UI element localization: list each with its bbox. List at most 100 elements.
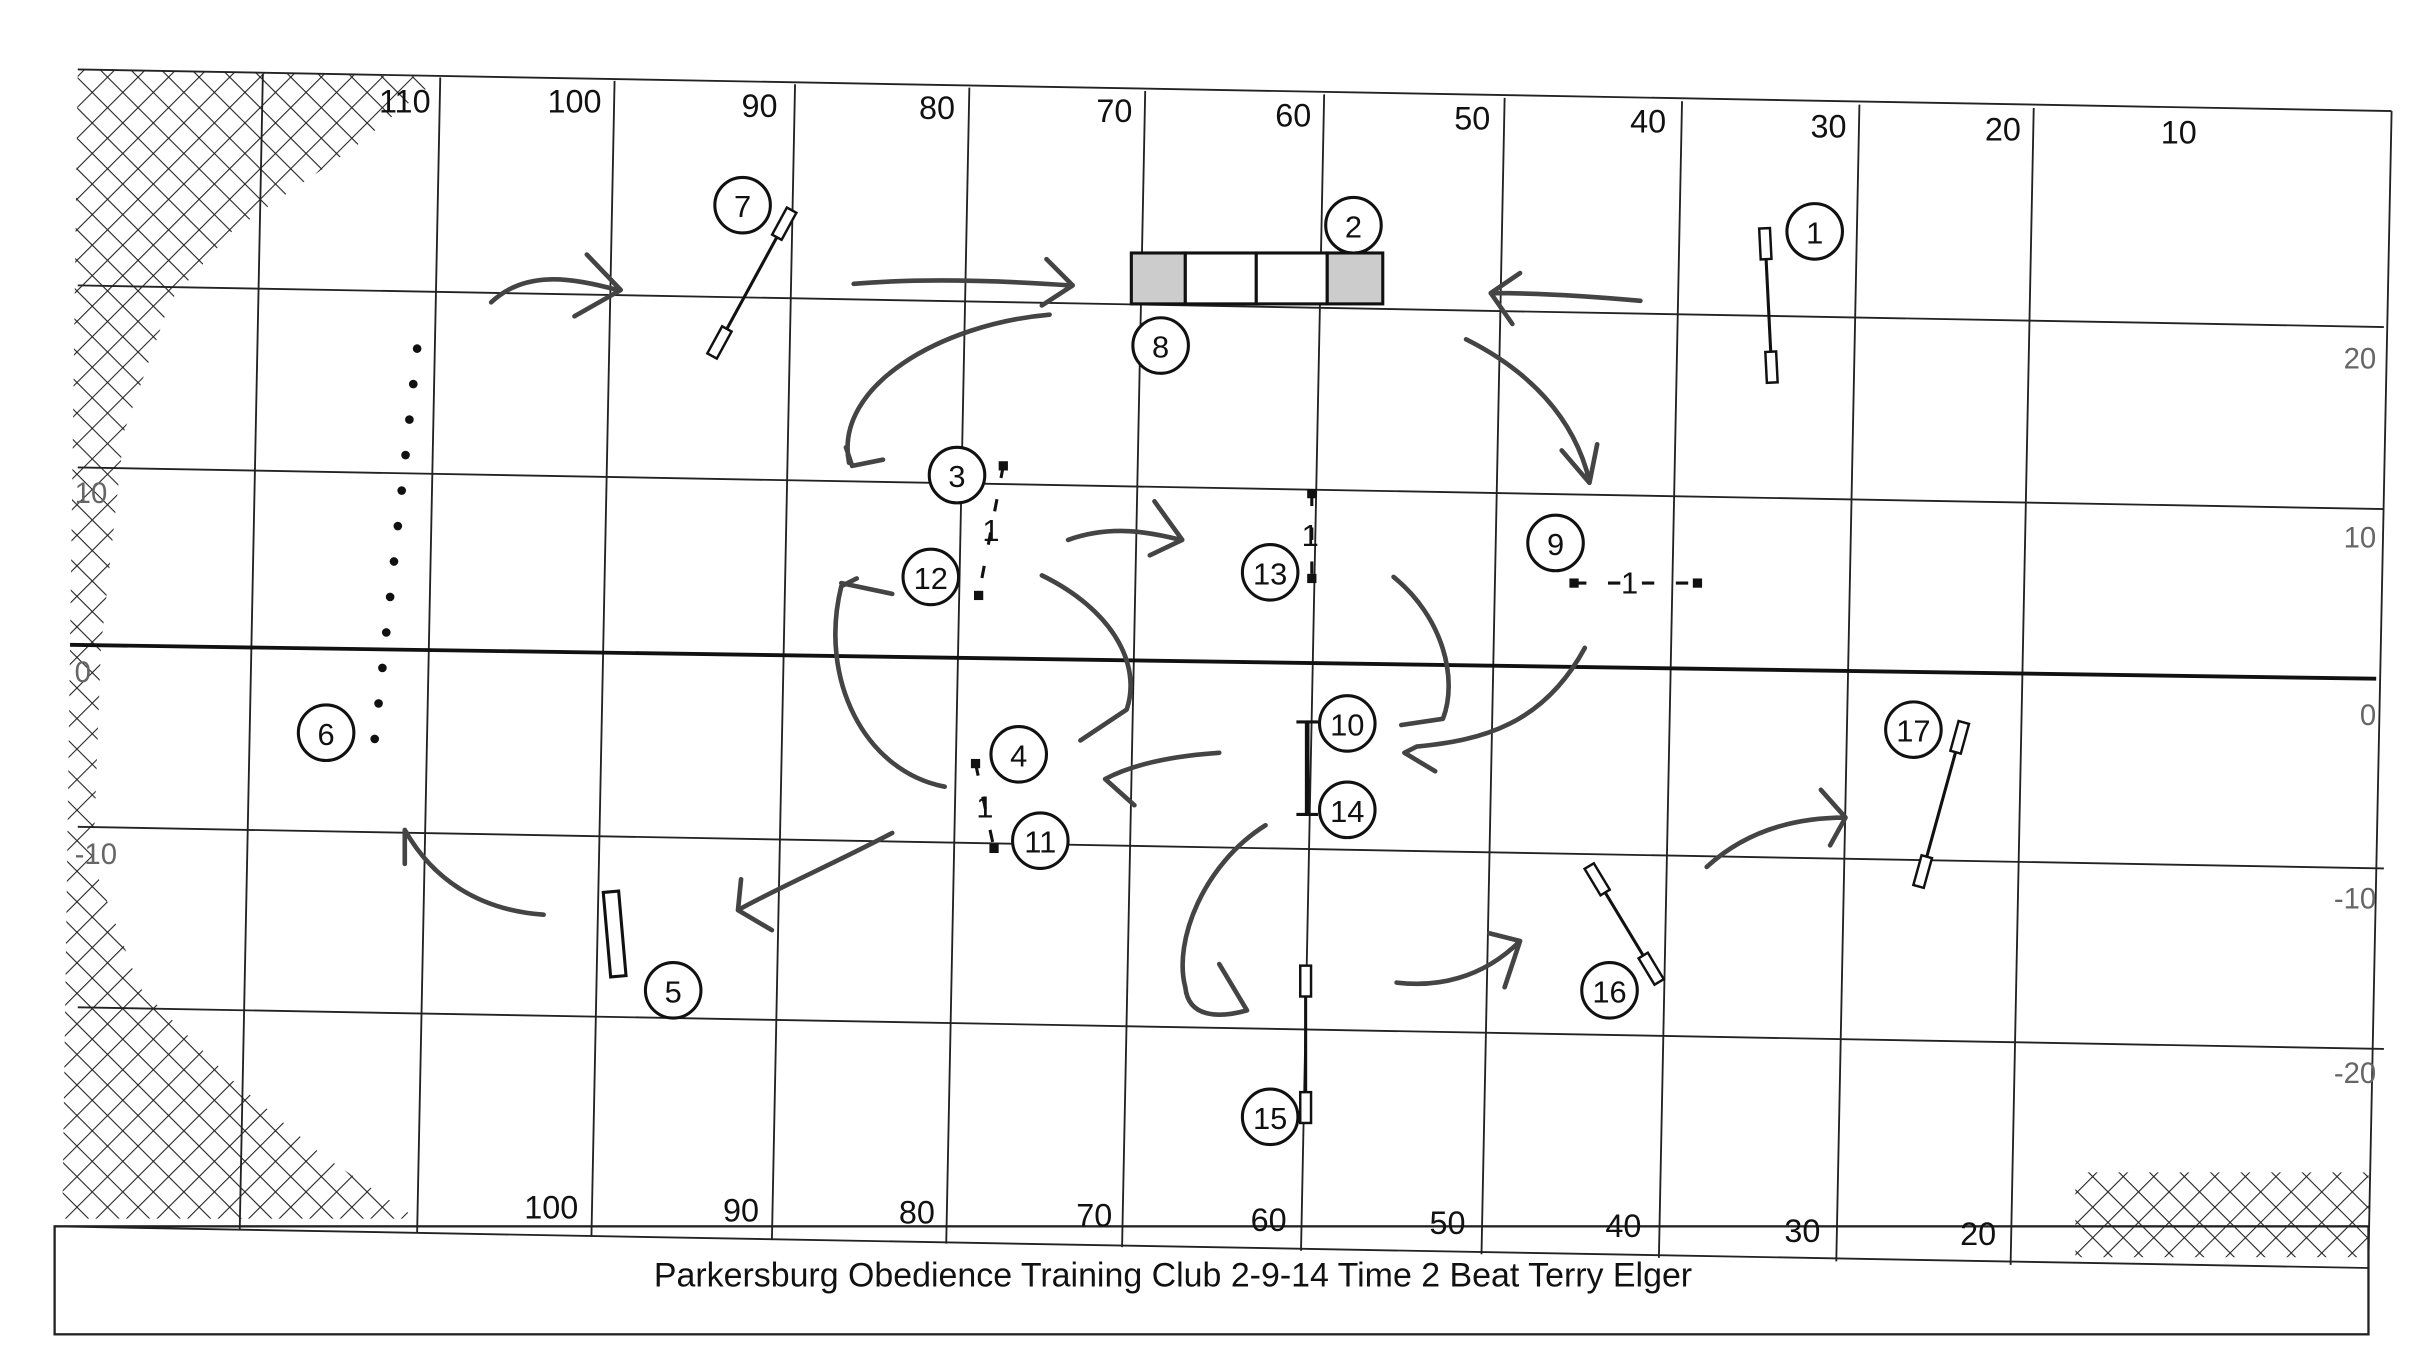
grid-horizontal-line <box>77 825 2384 870</box>
top-axis-label: 50 <box>1454 101 1490 137</box>
top-axis-label: 70 <box>1096 93 1132 129</box>
top-border <box>77 68 2392 112</box>
double-jump-4-11: 1 <box>970 758 999 854</box>
obstacle-number-label: 17 <box>1896 714 1930 749</box>
right-axis-label: 0 <box>2360 699 2376 732</box>
top-axis-label: 100 <box>547 84 601 120</box>
obstacle-number-17: 17 <box>1884 700 1943 759</box>
obstacle-number-11: 11 <box>1011 811 1070 871</box>
obstacle-number-label: 4 <box>1010 738 1027 773</box>
path-arrow <box>488 252 624 319</box>
top-axis-label: 110 <box>379 84 431 120</box>
left-axis-label: 10 <box>75 477 108 510</box>
bottom-axis-label: 50 <box>1430 1205 1466 1241</box>
jump-17 <box>1911 719 1971 890</box>
grid-vertical-line <box>416 77 442 1233</box>
obstacle-number-label: 12 <box>914 561 948 596</box>
obstacle-number-16: 16 <box>1580 961 1639 1020</box>
obstacle-number-label: 3 <box>948 459 965 494</box>
grid-vertical-line <box>1480 97 1506 1255</box>
center-line <box>70 642 2377 681</box>
path-arrow <box>1488 270 1643 327</box>
right-border <box>2367 111 2393 1258</box>
obstacle-number-14: 14 <box>1317 780 1377 840</box>
path-arrow <box>1463 337 1600 486</box>
top-axis-label: 80 <box>919 90 955 126</box>
right-axis-label: 20 <box>2344 343 2377 376</box>
grid-vertical-line <box>945 87 971 1244</box>
handler-path-arrows <box>402 252 1848 1017</box>
obstacle-number-label: 9 <box>1547 527 1564 562</box>
hatched-area-bottom-right <box>2075 1172 2369 1258</box>
caption-box <box>53 1225 2370 1336</box>
obstacle-number-15: 15 <box>1240 1087 1300 1147</box>
grid-horizontal-line <box>77 284 2384 328</box>
path-arrow <box>843 312 1052 469</box>
grid-vertical-line <box>590 80 616 1237</box>
path-arrow <box>735 830 895 933</box>
path-arrow <box>1394 930 1523 990</box>
obstacle-number-8: 8 <box>1131 316 1190 375</box>
jump-height-label: 1 <box>1302 518 1319 553</box>
grid-vertical-line <box>2009 107 2035 1265</box>
path-arrow <box>851 256 1076 308</box>
right-axis-label: -20 <box>2334 1057 2376 1090</box>
path-arrow <box>1180 822 1268 1017</box>
grid-vertical-line <box>1835 104 1861 1262</box>
double-jump-3-12: 1 <box>973 461 1008 601</box>
obstacle-number-label: 6 <box>318 717 335 752</box>
grid-vertical-line <box>770 84 796 1241</box>
jump-height-label: 1 <box>982 513 999 548</box>
path-arrow <box>1039 573 1133 743</box>
path-arrow <box>1391 574 1451 728</box>
path-arrow <box>1065 499 1185 558</box>
top-axis-label: 10 <box>2161 114 2197 150</box>
obstacle-number-label: 2 <box>1345 209 1362 244</box>
obstacle-number-10: 10 <box>1317 694 1377 753</box>
path-arrow <box>1402 645 1588 774</box>
path-arrow <box>833 576 947 790</box>
obstacle-number-label: 15 <box>1253 1101 1287 1136</box>
obstacle-number-label: 13 <box>1253 556 1287 591</box>
obstacle-2-pause-box <box>1129 251 1385 306</box>
right-axis-label: -10 <box>2334 883 2376 916</box>
grid-vertical-line <box>238 74 264 1230</box>
obstacle-number-label: 5 <box>665 974 682 1009</box>
panel-jump-10-14 <box>1296 720 1318 817</box>
top-axis-label: 60 <box>1275 97 1311 133</box>
obstacle-number-5: 5 <box>643 961 703 1020</box>
obstacle-number-label: 8 <box>1152 330 1169 365</box>
grid-vertical-line <box>1657 101 1683 1258</box>
double-jump-9: 1 <box>1569 566 1703 601</box>
obstacle-number-1: 1 <box>1785 202 1844 261</box>
double-jump-13: 1 <box>1302 488 1319 584</box>
obstacle-number-4: 4 <box>989 725 1049 784</box>
bottom-axis-label: 90 <box>723 1193 759 1229</box>
bottom-axis-label: 40 <box>1605 1208 1641 1244</box>
top-axis-label: 20 <box>1985 111 2021 147</box>
course-caption: Parkersburg Obedience Training Club 2-9-… <box>654 1256 1692 1294</box>
jump-16 <box>1582 861 1666 987</box>
obstacle-number-2: 2 <box>1324 195 1383 255</box>
obstacle-number-label: 14 <box>1330 794 1364 829</box>
grid-horizontal-line <box>77 466 2384 510</box>
jump-15 <box>1299 964 1313 1125</box>
left-axis-label: -10 <box>75 838 117 871</box>
top-axis-label: 40 <box>1630 104 1666 140</box>
weave-poles-6 <box>370 344 422 744</box>
bottom-axis-label: 70 <box>1076 1197 1112 1233</box>
obstacle-number-label: 16 <box>1592 974 1626 1009</box>
bottom-axis-label: 60 <box>1251 1202 1287 1238</box>
obstacle-number-label: 1 <box>1806 215 1823 250</box>
jump-height-label: 1 <box>1621 566 1638 601</box>
obstacle-number-6: 6 <box>296 703 356 763</box>
top-axis-label: 30 <box>1811 108 1847 144</box>
hatched-area-top-left <box>62 69 441 1219</box>
left-axis-label: 0 <box>75 656 91 689</box>
obstacle-number-9: 9 <box>1526 513 1585 573</box>
bottom-axis-label: 80 <box>899 1194 935 1230</box>
